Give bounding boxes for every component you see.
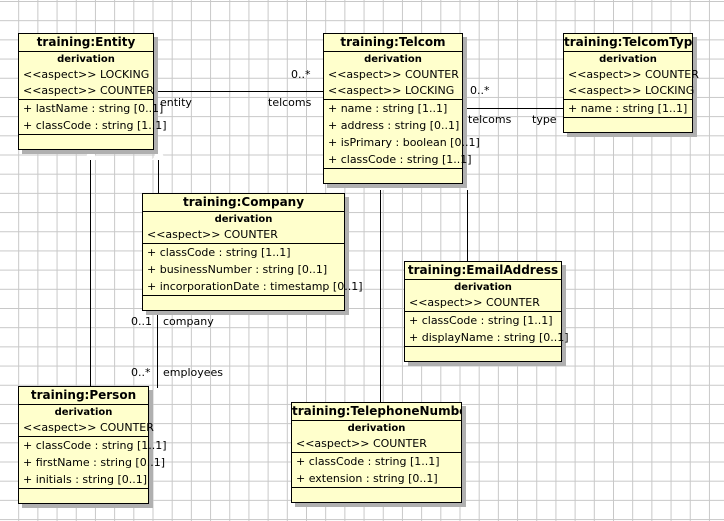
association-entity-telcom-target-role: telcoms bbox=[268, 96, 312, 109]
class-aspect-telephonenumber-0: <<aspect>> COUNTER bbox=[292, 436, 461, 453]
class-aspect-telcomtype-0: <<aspect>> COUNTER bbox=[568, 68, 699, 81]
class-box-telephonenumber[interactable]: training:TelephoneNumber derivation <<as… bbox=[291, 402, 462, 503]
class-name-telcom: training:Telcom bbox=[324, 34, 462, 52]
class-derivation-telcomtype: derivation bbox=[599, 54, 657, 65]
class-name-telephonenumber: training:TelephoneNumber bbox=[292, 403, 461, 421]
class-aspect-telcomtype-1: <<aspect>> LOCKING bbox=[564, 83, 694, 100]
class-aspect-telcom-1: <<aspect>> LOCKING bbox=[324, 83, 462, 100]
class-aspect-entity-0: <<aspect>> LOCKING bbox=[23, 68, 150, 81]
class-operations-compartment-company bbox=[143, 296, 344, 310]
class-operations-compartment-emailaddress bbox=[405, 347, 561, 361]
association-company-person-target-role: employees bbox=[163, 366, 224, 379]
generalization-telephonenumber-telcom-line[interactable] bbox=[380, 190, 381, 403]
class-attribute-telcom-1: + address : string [0..1] bbox=[328, 119, 460, 132]
class-attribute-person-2: + initials : string [0..1] bbox=[19, 471, 148, 489]
class-attribute-person-1: + firstName : string [0..1] bbox=[23, 456, 166, 469]
class-box-telcom[interactable]: training:Telcom derivation <<aspect>> CO… bbox=[323, 33, 480, 184]
class-name-telcomtype: training:TelcomType bbox=[564, 34, 692, 52]
association-entity-telcom-source-role: entity bbox=[160, 96, 192, 109]
class-attribute-emailaddress-1: + displayName : string [0..1] bbox=[405, 329, 569, 347]
association-entity-telcom-line[interactable] bbox=[153, 91, 323, 92]
class-aspect-company-0: <<aspect>> COUNTER bbox=[143, 227, 344, 244]
class-box-person[interactable]: training:Person derivation <<aspect>> CO… bbox=[18, 386, 167, 504]
class-attribute-telephonenumber-1: + extension : string [0..1] bbox=[292, 470, 461, 488]
class-attribute-company-2: + incorporationDate : timestamp [0..1] bbox=[143, 278, 362, 296]
class-derivation-company: derivation bbox=[214, 214, 273, 225]
class-derivation-person: derivation bbox=[54, 407, 113, 418]
class-operations-compartment-telcomtype bbox=[564, 118, 692, 132]
class-name-person: training:Person bbox=[19, 387, 148, 405]
generalization-emailaddress-telcom-line[interactable] bbox=[467, 190, 468, 262]
association-telcom-telcomtype-target-multiplicity: 0..* bbox=[470, 84, 490, 97]
association-telcom-telcomtype-line[interactable] bbox=[463, 108, 563, 109]
class-name-company: training:Company bbox=[143, 194, 344, 212]
class-box-telcomtype[interactable]: training:TelcomType derivation <<aspect>… bbox=[563, 33, 699, 133]
class-derivation-telephonenumber: derivation bbox=[347, 423, 406, 434]
class-attribute-person-0: + classCode : string [1..1] bbox=[23, 439, 167, 452]
class-aspect-entity-1: <<aspect>> COUNTER bbox=[19, 83, 154, 100]
class-operations-compartment-entity bbox=[19, 135, 153, 149]
generalization-emailaddress-telcom-arrowhead bbox=[461, 178, 475, 190]
class-attribute-emailaddress-0: + classCode : string [1..1] bbox=[409, 314, 553, 327]
generalization-company-entity-line[interactable] bbox=[158, 160, 159, 193]
class-aspect-person-0: <<aspect>> COUNTER bbox=[19, 420, 154, 437]
class-attribute-entity-0: + lastName : string [0..1] bbox=[23, 102, 164, 115]
class-operations-compartment-person bbox=[19, 489, 148, 503]
class-aspect-emailaddress-0: <<aspect>> COUNTER bbox=[405, 295, 561, 312]
class-box-company[interactable]: training:Company derivation <<aspect>> C… bbox=[142, 193, 362, 311]
class-derivation-emailaddress: derivation bbox=[454, 282, 512, 293]
class-aspect-telcom-0: <<aspect>> COUNTER bbox=[328, 68, 459, 81]
class-box-entity[interactable]: training:Entity derivation <<aspect>> LO… bbox=[18, 33, 167, 150]
association-company-person-line[interactable] bbox=[157, 305, 158, 388]
association-telcom-telcomtype-source-role: telcoms bbox=[468, 113, 512, 126]
class-derivation-telcom: derivation bbox=[364, 54, 422, 65]
class-name-entity: training:Entity bbox=[19, 34, 153, 52]
generalization-company-entity-arrowhead bbox=[152, 148, 166, 160]
association-company-person-source-role: company bbox=[163, 315, 214, 328]
association-entity-telcom-target-multiplicity: 0..* bbox=[291, 68, 311, 81]
class-name-emailaddress: training:EmailAddress bbox=[405, 262, 561, 280]
class-attribute-telcom-2: + isPrimary : boolean [0..1] bbox=[328, 136, 480, 149]
association-telcom-telcomtype-target-role: type bbox=[532, 113, 557, 126]
association-company-person-source-multiplicity: 0..1 bbox=[131, 315, 152, 328]
generalization-person-entity-line[interactable] bbox=[90, 160, 91, 386]
class-attribute-telcom-0: + name : string [1..1] bbox=[328, 102, 448, 115]
class-attribute-entity-1: + classCode : string [1..1] bbox=[19, 117, 167, 135]
class-attribute-telephonenumber-0: + classCode : string [1..1] bbox=[296, 455, 440, 468]
class-attribute-telcom-3: + classCode : string [1..1] bbox=[324, 151, 472, 169]
class-operations-compartment-telcom bbox=[324, 169, 462, 183]
generalization-person-entity-arrowhead bbox=[84, 148, 98, 160]
class-attribute-company-0: + classCode : string [1..1] bbox=[147, 246, 291, 259]
class-operations-compartment-telephonenumber bbox=[292, 488, 461, 502]
class-derivation-entity: derivation bbox=[57, 54, 115, 65]
class-attribute-telcomtype-0: + name : string [1..1] bbox=[564, 100, 692, 118]
class-box-emailaddress[interactable]: training:EmailAddress derivation <<aspec… bbox=[404, 261, 569, 362]
association-company-person-target-multiplicity: 0..* bbox=[131, 366, 151, 379]
class-attribute-company-1: + businessNumber : string [0..1] bbox=[147, 263, 328, 276]
